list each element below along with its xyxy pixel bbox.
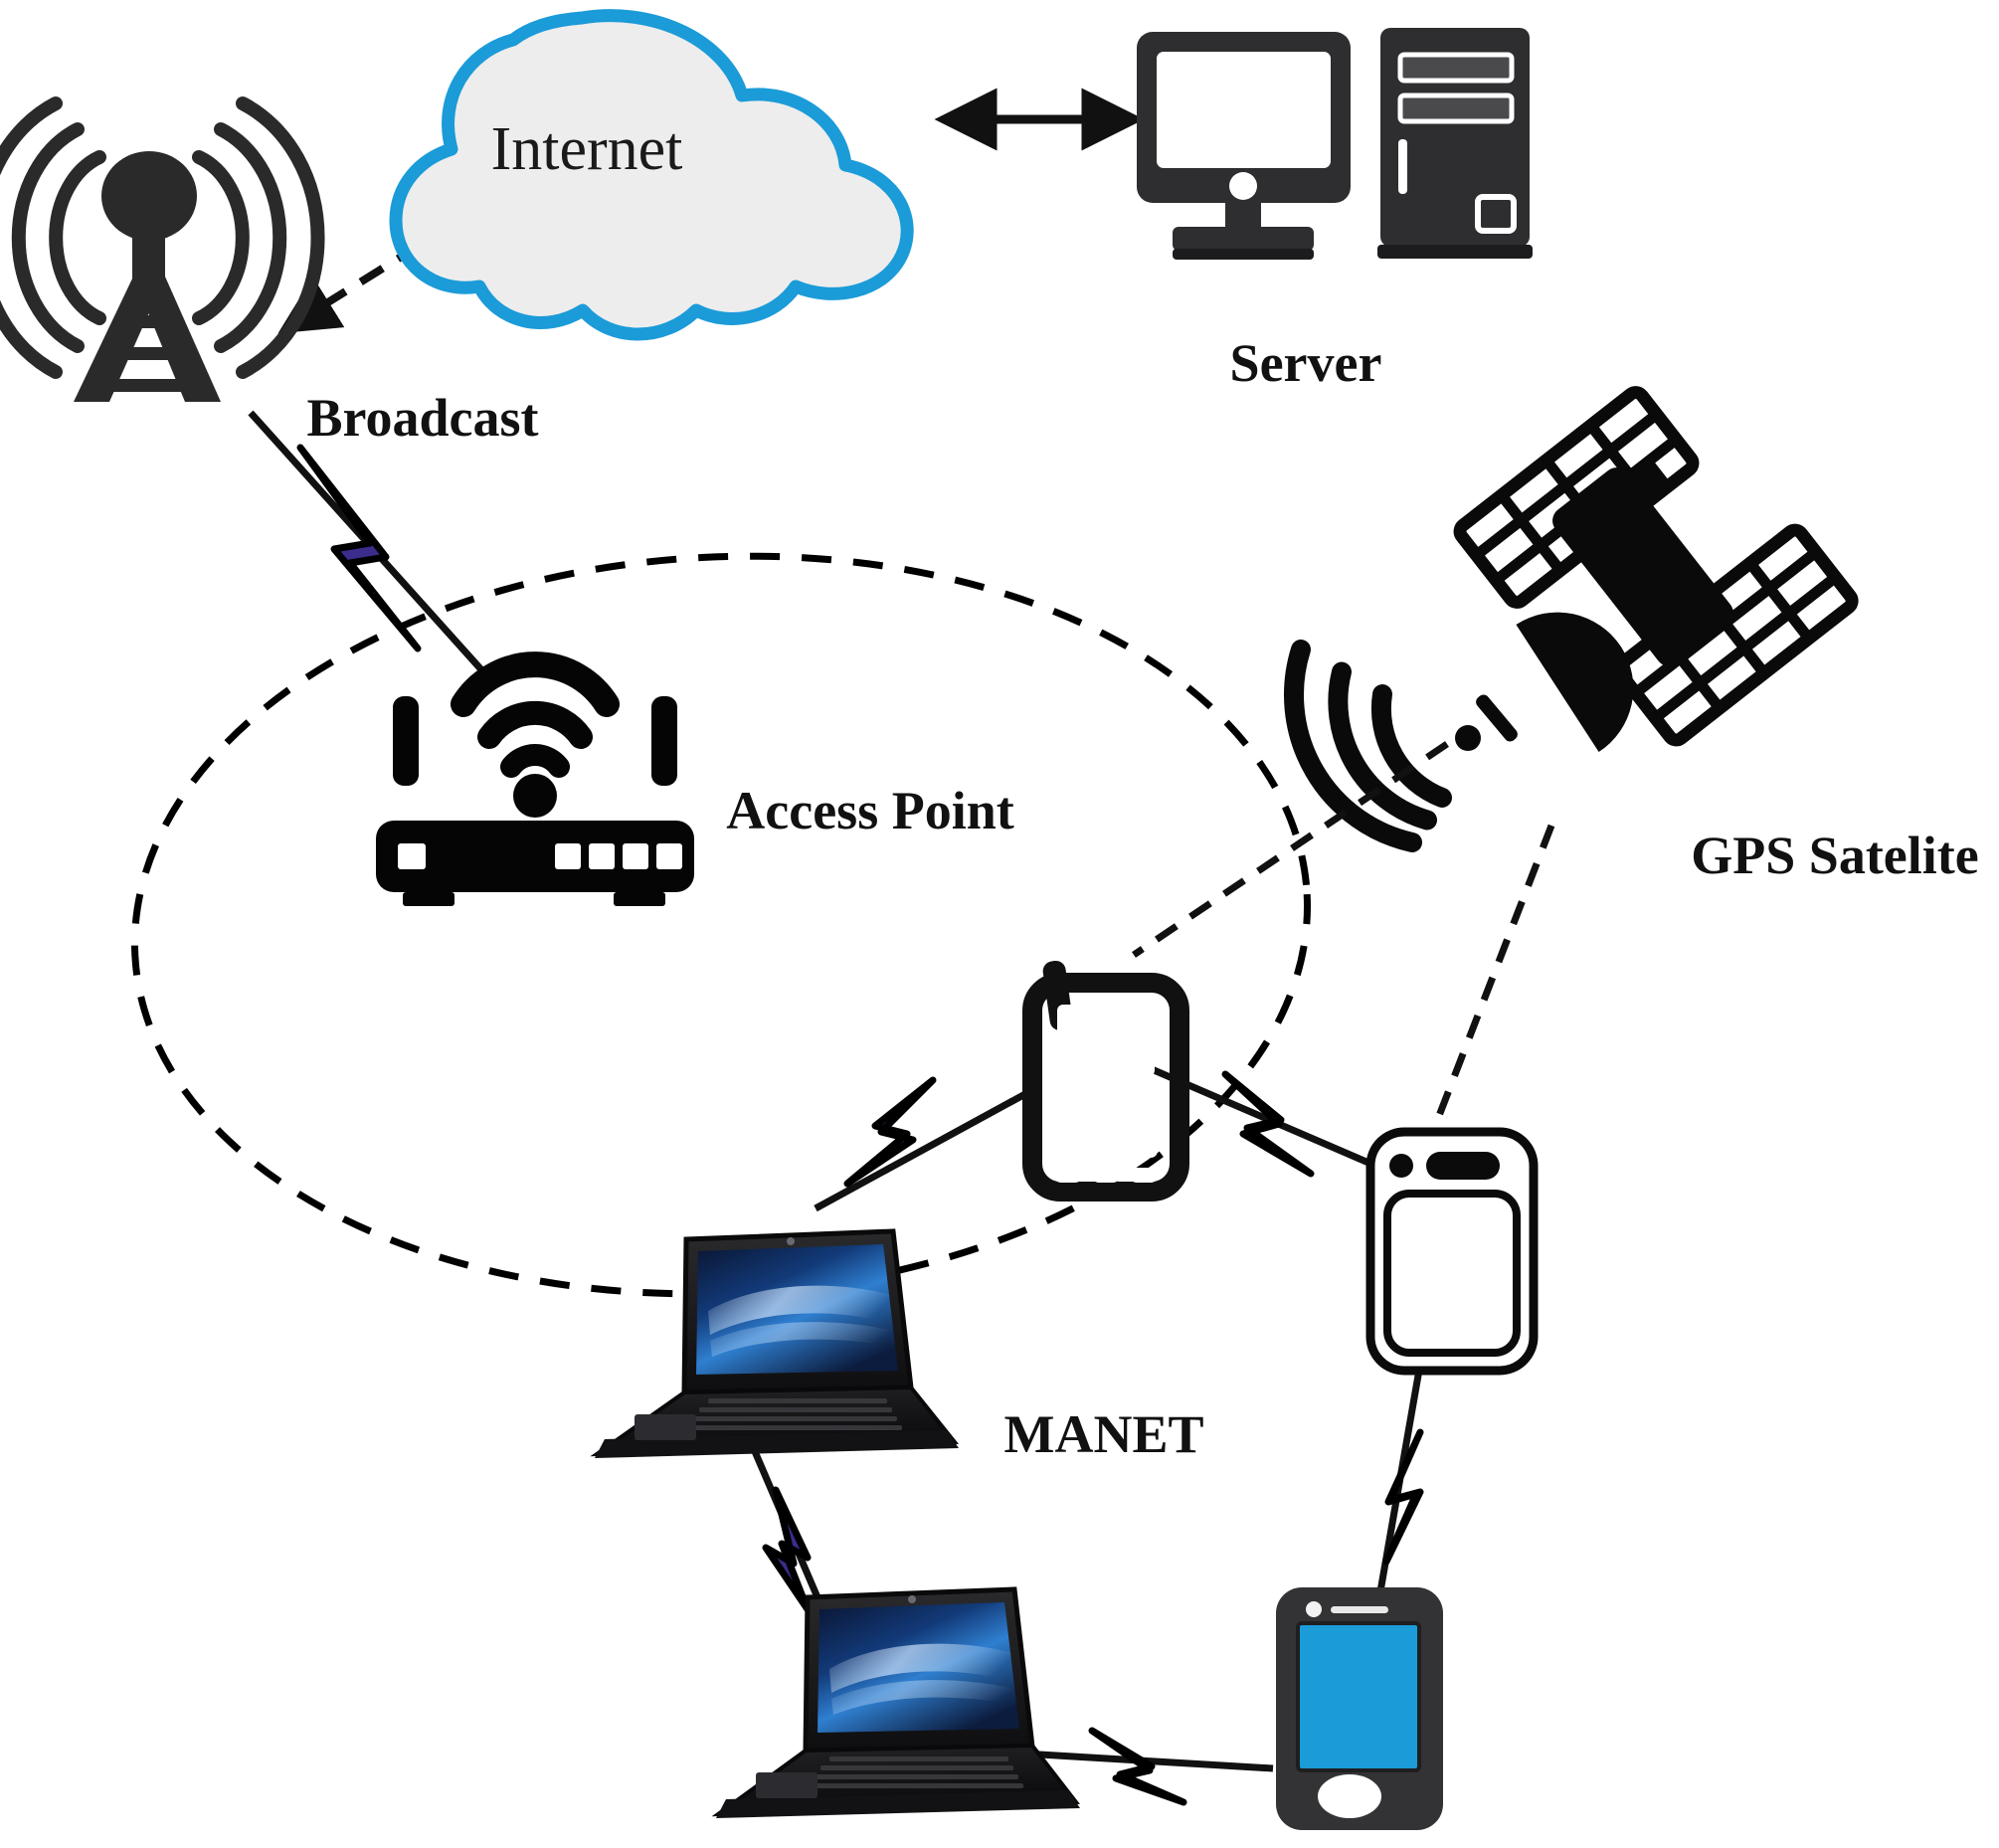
link-laptop1-to-laptop2 [747,1440,827,1613]
lightning-icon [296,444,422,652]
link-tower-to-access-point [248,410,490,679]
link-satellite-to-smartphone [1426,824,1555,1141]
internet-cloud: Internet [389,9,914,341]
access-point-label: Access Point [726,781,1013,840]
smartphone-blue-icon [1276,1587,1443,1830]
smartphone-blue-screen [1296,1621,1421,1772]
link-feature-phone-to-smartphone [1150,1065,1384,1178]
lightning-icon [762,1486,812,1613]
gps-satellite-icon: GPS Satelite [1284,386,1979,885]
internet-label: Internet [491,115,683,183]
satellite-dish [1516,612,1634,753]
broadcast-label: Broadcast [306,388,538,448]
smartphone-home-button [1318,1774,1381,1818]
link-laptop2-to-blue-phone [1005,1727,1274,1806]
link-smartphone-to-blue-phone [1376,1352,1426,1592]
broadcast-tower-icon: Broadcast [0,96,539,448]
lightning-icon [1382,1428,1424,1566]
smartphone-outline-icon [1365,1127,1539,1376]
lightning-icon [1088,1727,1187,1806]
access-point-icon: Access Point [376,651,1014,906]
server-icon: Server [1137,28,1533,393]
link-laptop1-to-feature-phone [814,1076,1036,1212]
link-satellite-to-feature-phone [1132,741,1449,958]
gps-satellite-label: GPS Satelite [1691,826,1978,885]
lightning-icon [843,1076,937,1188]
laptop-1-icon [590,1228,960,1458]
smartphone-speaker [1426,1152,1500,1180]
manet-coverage-ellipse [130,552,1312,1298]
router-body [376,821,694,892]
feature-phone-icon [1022,960,1189,1201]
smartphone-camera-dot [1389,1154,1413,1178]
lightning-icon [1221,1070,1315,1178]
manet-label: MANET [1004,1404,1204,1464]
laptop-2-icon [711,1586,1080,1818]
server-monitor-screen [1157,52,1331,168]
server-label: Server [1230,333,1382,393]
